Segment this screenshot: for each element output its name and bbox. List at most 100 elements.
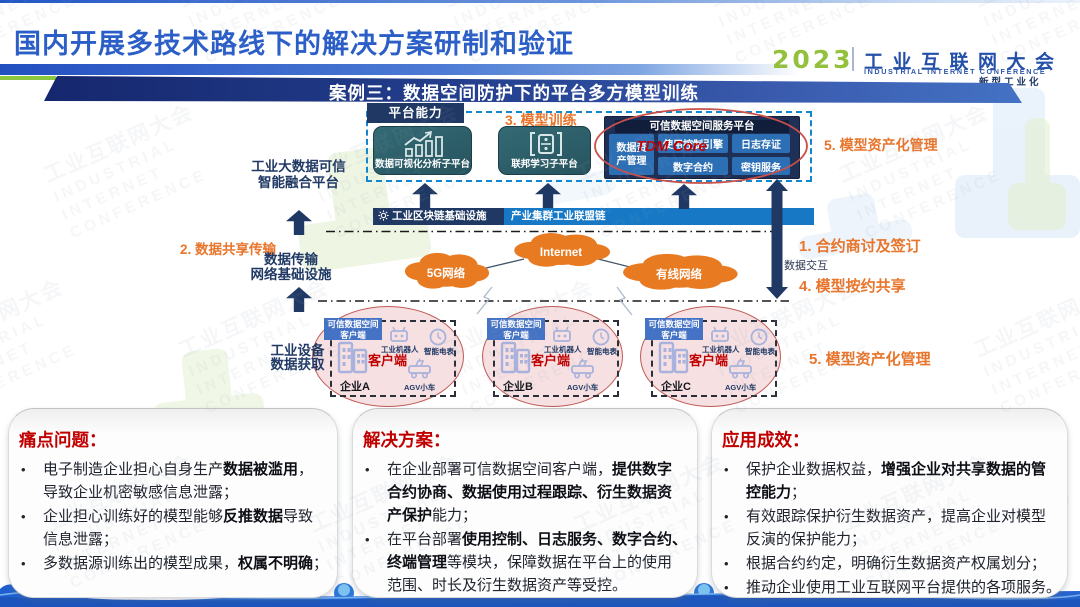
lightning-bolt-left-icon (476, 286, 493, 315)
cloud-puff (678, 269, 723, 289)
cloud-puff (530, 233, 572, 254)
bullet-segment: ； (791, 484, 807, 501)
cloud-connector-left (481, 258, 525, 270)
bullet-segment: 推动企业使用工业互联网平台提供的各项服务。 (746, 579, 1062, 596)
wave-band-dark (0, 595, 1080, 607)
smart-meter-icon (592, 328, 610, 346)
cloud-label: 5G网络 (427, 266, 466, 280)
cloud-puff (554, 234, 598, 256)
visual-analysis-subplatform-box: 数据可视化分析子平台 (373, 126, 472, 175)
panel-solutions: 解决方案：•在企业部署可信数据空间客户端，提供数字 合约协商、数据使用过程跟踪、… (352, 408, 698, 598)
bullet-segment: 导致 信息泄露； (43, 508, 314, 548)
step-3-model-training: 3. 模型训练 (505, 112, 577, 128)
up-arrow-platform-icon (671, 184, 697, 209)
device-label-agv: AGV小车 (725, 383, 757, 392)
cloud-puff (671, 255, 723, 278)
client-label-box: 可信数据空间客户端 (324, 318, 382, 340)
panel-title: 解决方案： (363, 430, 451, 450)
cloud-puff (534, 239, 588, 265)
panel-pain-points: 痛点问题：•电子制造企业担心自身生产数据被滥用， 导致企业机密敏感信息泄露；•企… (8, 408, 338, 598)
lightning-bolt-right-icon (616, 286, 633, 316)
federated-learning-subplatform-box: 联邦学习子平台 (498, 126, 591, 175)
client-tag: 客户端 (531, 353, 571, 368)
cloud-puff (698, 265, 738, 283)
client-dashed-rect (330, 320, 456, 397)
bullet-marker: • (365, 462, 370, 477)
device-label-meter: 智能电表 (424, 347, 454, 356)
cloud-puff (639, 270, 684, 290)
alliance-chain-bar: 产业集群工业联盟链 (504, 208, 814, 225)
label-transport-line2: 网络基础设施 (250, 266, 332, 282)
label-bigdata-line1: 工业大数据可信 (251, 159, 346, 174)
bullet-segment: 保护企业数据权益， (746, 461, 882, 478)
device-label-agv: AGV小车 (404, 383, 436, 392)
blockchain-infrastructure-label: 工业区块链基础设施 (392, 210, 487, 222)
wave-bump-left-highlight (338, 584, 350, 596)
cloud-label: 有线网络 (656, 267, 702, 281)
bullet-segment: 能力； (432, 507, 478, 524)
device-label-robot: 工业机器人 (702, 345, 740, 354)
case-banner: 案例三：数据空间防护下的平台多方模型训练 (44, 76, 1022, 103)
robot-icon (711, 326, 729, 342)
visual-analysis-subplatform-label: 数据可视化分析子平台 (374, 159, 470, 170)
logo-year: 2023 (772, 45, 854, 74)
smart-meter-icon (750, 328, 768, 346)
bullet-segment: 根据合约约定，明确衍生数据资产权属划分； (746, 555, 1047, 572)
pale-logo-shape (955, 88, 1080, 238)
bullet-segment: ， 导致企业机密敏感信息泄露； (43, 461, 314, 501)
federated-learning-icon (530, 132, 562, 156)
bullet-segment: 在企业部署可信数据空间客户端， (387, 461, 613, 478)
platform-capability-tab: 平台能力 (367, 103, 464, 123)
client-label-box: 可信数据空间客户端 (645, 318, 703, 340)
up-arrow-left-lower-icon (286, 287, 312, 312)
bullet-marker: • (724, 580, 729, 595)
label-device-data-acquisition: 工业设备 数据获取 (259, 344, 336, 372)
cloud-puff (623, 263, 665, 282)
device-label-robot: 工业机器人 (544, 345, 582, 354)
tile-key-service: 密钥服务 (732, 157, 790, 175)
data-exchange-double-arrow-icon (766, 179, 788, 299)
bullet-item: • 推动企业使用工业互联网平台提供的各项服务。 (712, 576, 1067, 599)
cloud-wired: 有线网络 (623, 253, 738, 290)
panel-title: 痛点问题： (19, 430, 107, 450)
case-banner-title: 案例三：数据空间防护下的平台多方模型训练 (329, 83, 699, 103)
label-transport-line1: 数据传输 (264, 252, 318, 267)
bullet-segment-bold: 使用控制、日志服务、数字合约、 终端管理 (387, 531, 688, 571)
header-green-line (0, 76, 56, 80)
factory-building-icon (658, 341, 689, 374)
label-industrial-bigdata-platform: 工业大数据可信 智能融合平台 (242, 159, 355, 190)
up-arrow-left-upper-icon (286, 210, 312, 235)
step-5-top-model-assetization: 5. 模型资产化管理 (824, 137, 938, 153)
cloud-label: Internet (540, 247, 582, 259)
bullet-marker: • (21, 509, 26, 524)
service-platform-header: 可信数据空间服务平台 (615, 120, 789, 133)
cloud-puff (440, 254, 478, 277)
logo-name-cn: 工业互联网大会 (864, 52, 1064, 73)
tile-log-attestation: 日志存证 (732, 134, 790, 153)
bullet-segment: 电子制造企业担心自身生产 (43, 461, 224, 478)
cloud-puff (404, 262, 436, 281)
bullet-segment: 等模块，保障数据在平台上的使用 范围、时长及衍生数据资产等受控。 (387, 554, 673, 594)
panel-title: 应用成效： (722, 430, 810, 450)
logo-name-en: INDUSTRIAL INTERNET CONFERENCE (864, 67, 1047, 76)
smart-meter-icon (429, 328, 447, 346)
bullet-item: •有效跟踪保护衍生数据资产，提高企业对模型 反演的保护能力； (712, 505, 1067, 551)
bullet-item: •在平台部署使用控制、日志服务、数字合约、 终端管理等模块，保障数据在平台上的使… (353, 528, 697, 597)
label-bigdata-line2: 智能融合平台 (258, 174, 339, 190)
cloud-puff (460, 264, 490, 282)
top-accent-line (0, 0, 1080, 3)
bullet-segment: 在平台部署 (387, 531, 463, 548)
chart-icon (404, 131, 443, 157)
agv-cart-icon (571, 358, 594, 379)
client-company-name: 企业A (340, 381, 370, 393)
step-5-bottom-model-assetization: 5. 模型资产化管理 (809, 351, 931, 368)
cloud-puff (647, 260, 711, 288)
label-transport-infrastructure: 数据传输 网络基础设施 (241, 252, 341, 282)
header-gradient-bar (0, 64, 800, 75)
bullet-segment-bold: 反推数据 (223, 508, 284, 525)
bullet-item: •多数据源训练出的模型成果，权属不明确； (9, 552, 337, 575)
pale-logo-shape-vbar (992, 88, 1045, 238)
blockchain-infrastructure-bar: 工业区块链基础设施 (373, 208, 504, 225)
